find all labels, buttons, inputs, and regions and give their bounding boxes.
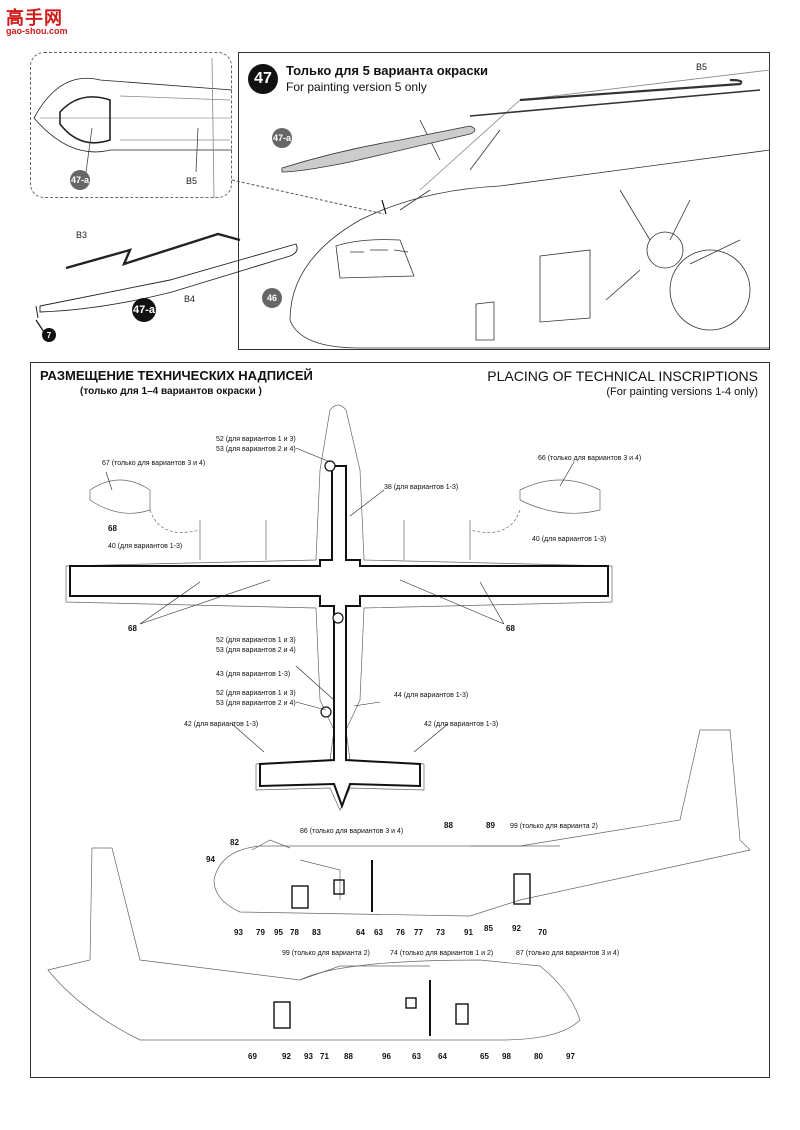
callout-95: 95 [274,928,283,937]
b3-b4-parts [35,232,298,333]
callout-38: 38 (для вариантов 1-3) [384,484,459,491]
callout-40-right: 40 (для вариантов 1-3) [532,536,607,543]
inset-nose-drawing [33,57,233,199]
callout-76: 76 [396,928,405,937]
label-b4: B4 [184,294,196,304]
leader-dashed [231,179,385,215]
callout-97: 97 [566,1052,575,1061]
label-b5-inset: B5 [186,176,198,186]
placement-subtitle-en: (For painting versions 1-4 only) [606,386,758,398]
callout-43: 43 (для вариантов 1-3) [216,671,291,678]
callout-94: 94 [206,855,215,864]
nose-detail-inset [30,52,232,198]
b4-47a-badge: 47-a [132,298,156,322]
callout-86: 86 (только для вариантов 3 и 4) [300,828,404,835]
callout-99-side2: 99 (только для варианта 2) [282,950,370,957]
side-view-2-drawing [47,847,581,1041]
callout-83: 83 [312,928,321,937]
callout-53: 53 (для вариантов 2 и 4) [216,446,296,453]
callout-42-right: 42 (для вариантов 1-3) [424,721,499,728]
callout-68-left-engine: 68 [108,524,117,533]
side-view-2-marks [273,980,469,1036]
callout-65: 65 [480,1052,489,1061]
callout-66: 66 (только для вариантов 3 и 4) [538,455,642,462]
callout-63-side1: 63 [374,928,383,937]
callout-98: 98 [502,1052,511,1061]
callout-92-side2: 92 [282,1052,291,1061]
callout-80: 80 [534,1052,543,1061]
placement-title-ru: РАЗМЕЩЕНИЕ ТЕХНИЧЕСКИХ НАДПИСЕЙ [40,368,313,383]
callout-64-side1: 64 [356,928,365,937]
callout-77: 77 [414,928,423,937]
step-47-panel [238,52,770,350]
topdown-inscription-lines [69,465,609,809]
part-46-badge: 46 [262,288,282,308]
callout-74: 74 (только для вариантов 1 и 2) [390,950,494,957]
callout-69: 69 [248,1052,257,1061]
callout-64-side2: 64 [438,1052,447,1061]
side-view-1-marks [291,860,531,912]
page-arrow-7: 7 [42,328,56,342]
placement-subtitle-ru: (только для 1–4 вариантов окраски ) [80,386,262,397]
callout-53-low: 53 (для вариантов 2 и 4) [216,700,296,707]
callout-88-side2: 88 [344,1052,353,1061]
step-number: 47 [248,64,278,94]
logo-brand: 高手网 [6,8,63,29]
callout-85: 85 [484,924,493,933]
callout-88-side1: 88 [444,821,453,830]
side-view-1-drawing [213,729,751,917]
callout-99-side1: 99 (только для варианта 2) [510,823,598,830]
step-title-en: For painting version 5 only [286,80,427,94]
callout-93-side1: 93 [234,928,243,937]
callout-52: 52 (для вариантов 1 и 3) [216,436,296,443]
callout-52-low: 52 (для вариантов 1 и 3) [216,690,296,697]
inscriptions-panel [30,362,770,1078]
callout-96: 96 [382,1052,391,1061]
callout-52-mid: 52 (для вариантов 1 и 3) [216,637,296,644]
callout-40-left: 40 (для вариантов 1-3) [108,543,183,550]
callout-73: 73 [436,928,445,937]
step-title-ru: Только для 5 варианта окраски [286,63,489,78]
callout-87: 87 (только для вариантов 3 и 4) [516,950,620,957]
callout-91: 91 [464,928,473,937]
label-b3: B3 [76,230,88,240]
callout-68-left: 68 [128,624,137,633]
callout-82: 82 [230,838,239,847]
step-aircraft-drawing [281,69,771,349]
callout-42-left: 42 (для вариантов 1-3) [184,721,259,728]
callout-53-mid: 53 (для вариантов 2 и 4) [216,647,296,654]
site-logo: 高手网 gao-shou.com [6,4,70,38]
logo-url: gao-shou.com [6,26,68,36]
callout-78: 78 [290,928,299,937]
callout-44: 44 (для вариантов 1-3) [394,692,469,699]
callout-68-right: 68 [506,624,515,633]
label-b5: B5 [696,62,708,72]
callout-79: 79 [256,928,265,937]
part-47a-badge: 47-a [272,128,292,148]
topdown-leaders [105,447,575,753]
callout-92-side1: 92 [512,924,521,933]
inset-47a-badge: 47-a [70,170,90,190]
placement-title-en: PLACING OF TECHNICAL INSCRIPTIONS [487,368,758,384]
callout-70: 70 [538,928,547,937]
callout-89: 89 [486,821,495,830]
callout-67: 67 (только для вариантов 3 и 4) [102,460,206,467]
callout-93-side2: 93 [304,1052,313,1061]
callout-63-side2: 63 [412,1052,421,1061]
callout-71: 71 [320,1052,329,1061]
